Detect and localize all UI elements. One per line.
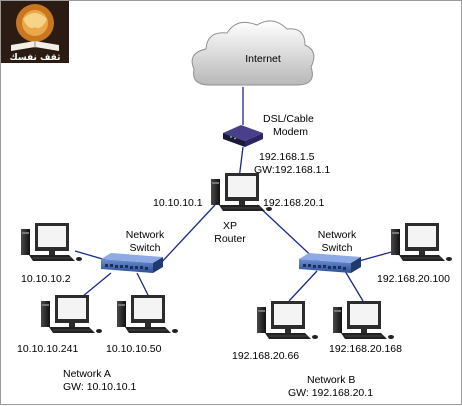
link-switch-b-pc-1 (358, 250, 396, 262)
network-b-host-1: 192.168.20.100 (377, 273, 450, 285)
pc-network-a-2-icon (40, 294, 103, 334)
router-ip-network-a: 10.10.10.1 (153, 197, 203, 209)
link-router-switch-a (158, 204, 216, 266)
network-b-gateway: GW: 192.168.20.1 (288, 387, 373, 399)
switch-b-icon (299, 253, 361, 273)
router-wan-gateway: GW:192.168.1.1 (254, 164, 330, 176)
network-b-host-3: 192.168.20.168 (329, 343, 402, 355)
router-wan-ip: 192.168.1.5 (259, 151, 315, 163)
network-a-name: Network A (63, 368, 111, 380)
internet-label: Internet (245, 53, 281, 65)
link-switch-b-pc-2 (288, 270, 318, 302)
network-a-gateway: GW: 10.10.10.1 (63, 381, 137, 393)
pc-network-b-2-icon (256, 300, 319, 340)
pc-network-a-1-icon (20, 222, 83, 262)
internet-cloud: Internet (191, 20, 315, 86)
link-switch-b-pc-3 (344, 270, 364, 302)
router-label-line1: XP (223, 220, 237, 232)
modem-label-line2: Modem (273, 126, 308, 138)
site-logo: ثقف نفسك (1, 1, 69, 63)
switch-a-label-line2: Switch (130, 242, 161, 254)
network-b-name: Network B (307, 374, 355, 386)
network-a-host-2: 10.10.10.241 (17, 343, 78, 355)
router-ip-network-b: 192.168.20.1 (263, 197, 324, 209)
modem-icon (223, 125, 263, 147)
logo-text: ثقف نفسك (9, 53, 60, 63)
switch-a-icon (101, 253, 163, 273)
network-b-host-2: 192.168.20.66 (232, 350, 299, 362)
link-switch-a-pc-1 (74, 250, 107, 261)
network-a-host-1: 10.10.10.2 (21, 273, 71, 285)
switch-b-label-line1: Network (318, 229, 357, 241)
switch-b-label-line2: Switch (322, 242, 353, 254)
pc-network-b-3-icon (332, 300, 395, 340)
switch-a-label-line1: Network (126, 229, 165, 241)
network-a-host-3: 10.10.10.50 (106, 343, 162, 355)
pc-network-b-1-icon (390, 222, 453, 262)
router-label-line2: Router (214, 233, 246, 245)
modem-label-line1: DSL/Cable (263, 113, 314, 125)
pc-network-a-3-icon (116, 294, 179, 334)
